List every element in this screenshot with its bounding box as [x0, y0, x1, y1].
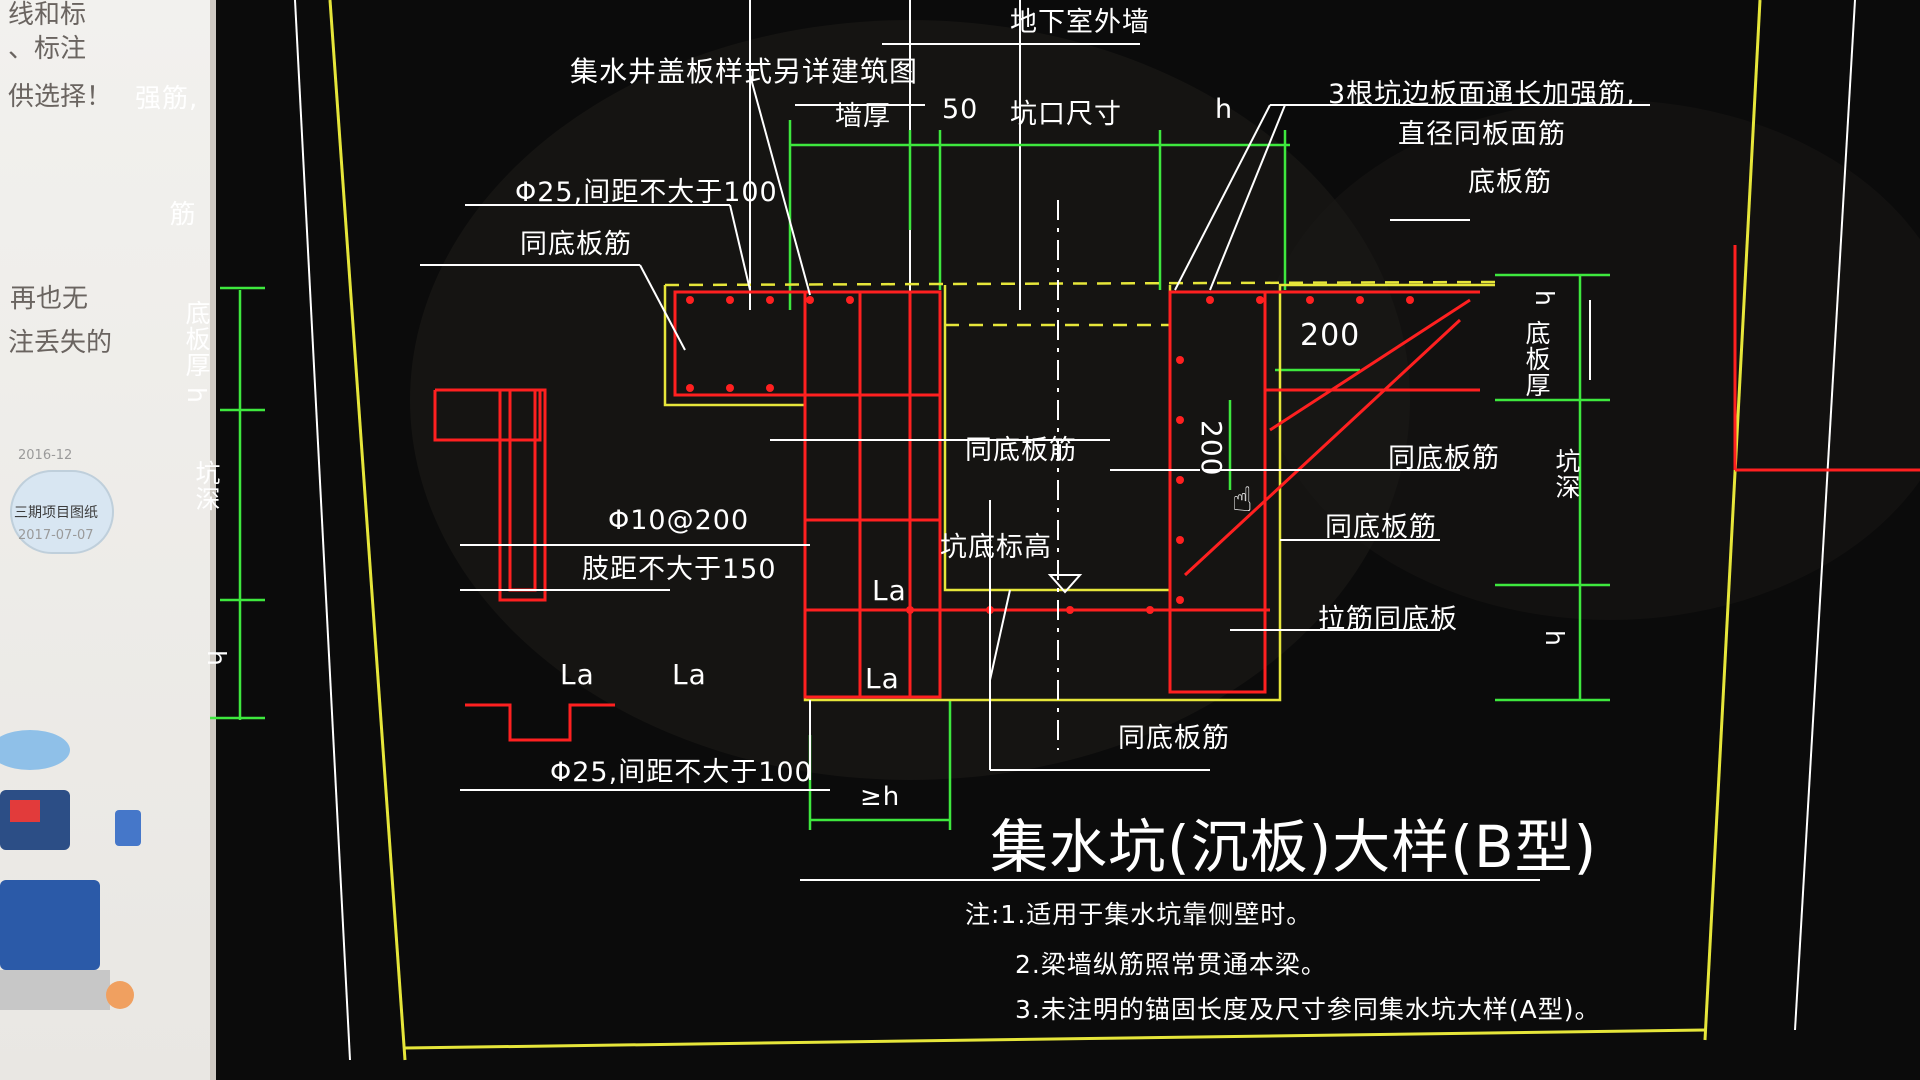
label-cover-note: 集水井盖板样式另详建筑图	[570, 55, 919, 88]
rebar-dots	[686, 296, 1414, 614]
folder-icon[interactable]	[10, 470, 114, 554]
label-same-bottom-r1: 同底板筋	[1388, 443, 1500, 474]
label-tie-bars: 拉筋同底板	[1318, 604, 1458, 635]
label-pit-bottom-elev: 坑底标高	[940, 532, 1052, 563]
label-same-bottom-r2: 同底板筋	[1325, 512, 1437, 543]
label-right-slab-thick: 底板厚	[1522, 320, 1551, 398]
label-pit-size: 坑口尺寸	[1010, 99, 1122, 130]
drawing-title: 集水坑(沉板)大样(B型)	[990, 813, 1598, 881]
rebar-lines	[433, 245, 1920, 699]
label-right-h: h	[1530, 290, 1559, 307]
label-right-h-bottom: h	[1540, 630, 1569, 647]
side-text-4: 再也无	[10, 284, 89, 314]
label-left-edge-1: 强筋,	[135, 84, 199, 114]
side-text-2: 、标注	[8, 34, 87, 64]
note-1: 注:1.适用于集水坑靠侧壁时。	[965, 900, 1313, 929]
label-edge-bars-2: 直径同板面筋	[1398, 119, 1566, 150]
side-text-3: 供选择！	[8, 82, 113, 112]
label-dim-200b: 200	[1195, 420, 1228, 477]
frame-lines	[328, 0, 1762, 1061]
label-la-left: La	[560, 658, 595, 691]
label-phi25-top: Φ25,间距不大于100	[515, 177, 778, 208]
label-left-slab-thick: 底板厚 h	[182, 300, 211, 404]
label-right-pit-depth: 坑深	[1552, 448, 1581, 500]
label-left-pit-depth: 坑深	[192, 460, 221, 512]
leader-lines	[420, 74, 1650, 791]
cad-drawing[interactable]	[210, 0, 1920, 1080]
label-ge-h: ≥h	[860, 782, 901, 812]
illustration-icon	[0, 730, 141, 1010]
note-2: 2.梁墙纵筋照常贯通本梁。	[1015, 950, 1327, 979]
label-same-bottom-bottom: 同底板筋	[1118, 723, 1230, 754]
label-dim-50: 50	[942, 94, 979, 125]
label-left-h: h	[202, 650, 231, 667]
label-bottom-bars-top: 底板筋	[1468, 167, 1552, 198]
label-edge-bars: 3根坑边板面通长加强筋,	[1328, 79, 1636, 110]
label-leg-spacing: 肢距不大于150	[582, 554, 777, 585]
side-text-5: 注丢失的	[8, 328, 113, 358]
label-top-cut: 地下室外墙	[1010, 7, 1150, 38]
label-phi10: Φ10@200	[608, 505, 750, 536]
cad-viewport[interactable]: 地下室外墙 集水井盖板样式另详建筑图 墙厚 50 坑口尺寸 h 3根坑边板面通长…	[135, 0, 1920, 1080]
label-la-2: La	[865, 662, 900, 695]
hand-cursor-icon: ☝	[1232, 480, 1253, 520]
file-date: 2016-12	[18, 448, 73, 463]
label-same-bottom-mid: 同底板筋	[965, 435, 1077, 466]
file-date: 2017-07-07	[18, 528, 94, 543]
dimension-lines	[210, 120, 1610, 830]
la-symbol	[465, 703, 615, 742]
folder-label[interactable]: 三期项目图纸	[14, 505, 98, 521]
side-text-1: 线和标	[8, 0, 87, 30]
label-same-bottom-1: 同底板筋	[520, 229, 632, 260]
label-la-1: La	[872, 574, 907, 607]
label-wall-thick: 墙厚	[835, 101, 891, 132]
label-la-right: La	[672, 658, 707, 691]
side-panel: 线和标 、标注 供选择！ 再也无 注丢失的 2016-12 三期项目图纸 201…	[0, 0, 216, 1080]
label-h-top: h	[1215, 94, 1234, 125]
elevation-mark	[1047, 574, 1083, 594]
label-dim-200a: 200	[1300, 318, 1361, 353]
frame-white	[294, 0, 1856, 1061]
label-left-edge-2: 筋	[165, 200, 195, 227]
label-phi25-bottom: Φ25,间距不大于100	[550, 757, 813, 788]
note-3: 3.未注明的锚固长度及尺寸参同集水坑大样(A型)。	[1015, 995, 1601, 1024]
